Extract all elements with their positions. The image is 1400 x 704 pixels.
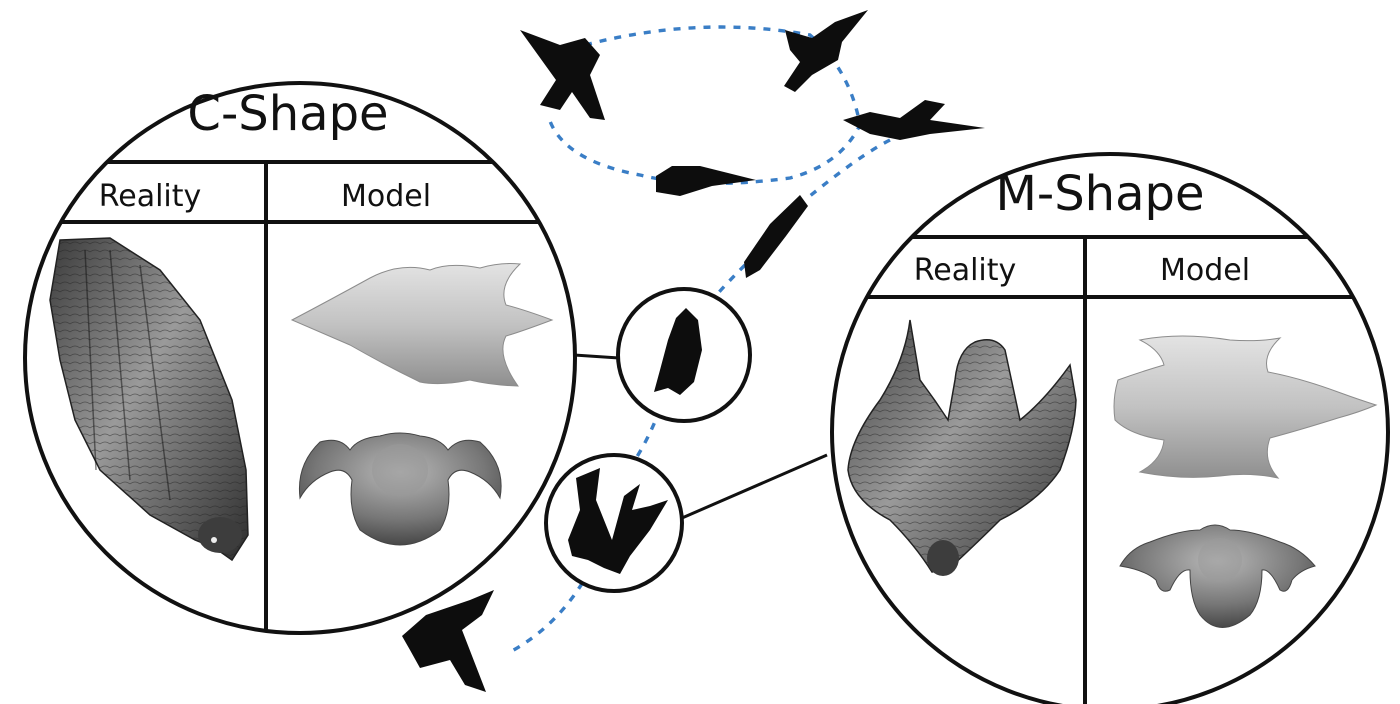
falcon-silhouette-icon: [656, 166, 756, 196]
m-shape-title: M-Shape: [995, 166, 1204, 222]
c-shape-title: C-Shape: [187, 86, 388, 142]
zoom-circle-c-shape: [574, 289, 750, 421]
connector-line-m: [682, 455, 827, 518]
connector-line-c: [574, 355, 619, 358]
falcon-silhouette-icon: [843, 100, 985, 140]
dive-path-lower: [712, 265, 745, 300]
c-shape-model-label: Model: [341, 179, 431, 214]
m-shape-reality-label: Reality: [914, 253, 1017, 288]
zoom-circle-m-shape: [546, 455, 827, 591]
dive-path: [805, 140, 890, 200]
falcon-silhouette-icon: [784, 10, 868, 92]
c-shape-reality-label: Reality: [99, 179, 202, 214]
m-shape-panel: M-Shape Reality Model: [820, 154, 1400, 704]
c-shape-panel: C-Shape Reality Model: [20, 83, 580, 640]
m-shape-model-label: Model: [1160, 253, 1250, 288]
falcon-silhouette-icon: [520, 30, 605, 120]
falcon-silhouette-icon: [744, 195, 808, 278]
